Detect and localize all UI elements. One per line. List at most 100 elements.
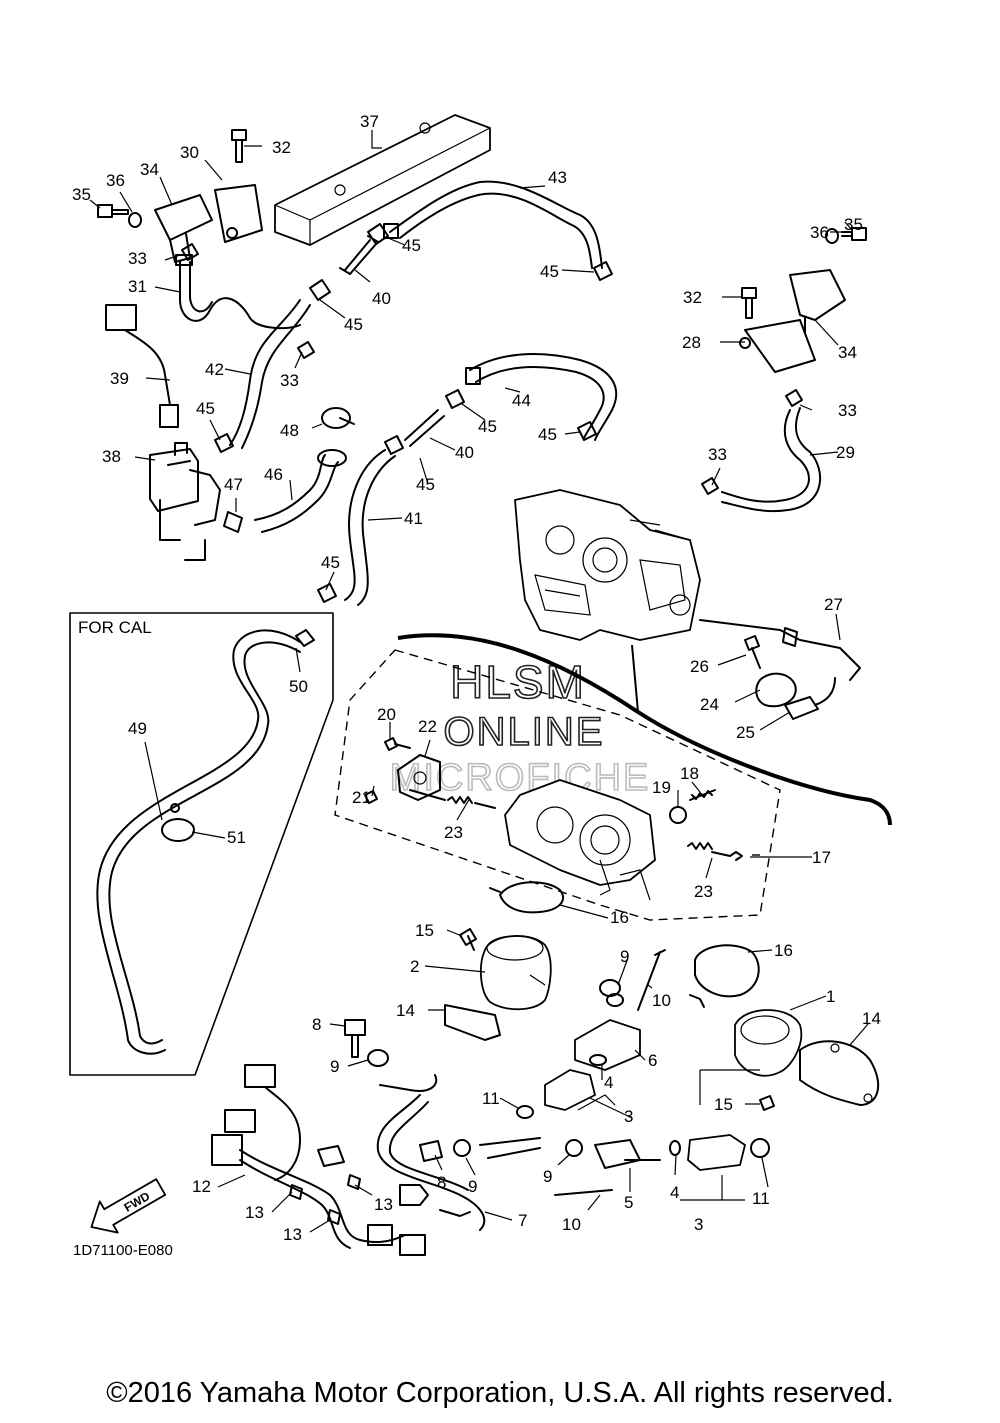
callout-18: 18 <box>680 764 699 783</box>
injector-3-lower <box>687 1134 746 1171</box>
sensor-22 <box>397 754 441 801</box>
callout-43: 43 <box>548 168 567 187</box>
callout-22: 22 <box>418 717 437 736</box>
callout-45: 45 <box>402 236 421 255</box>
callout-37: 37 <box>360 112 379 131</box>
hose-49 <box>96 629 301 1055</box>
callout-45: 45 <box>344 315 363 334</box>
solenoid-valve-38 <box>149 448 221 561</box>
injector-3-upper <box>544 1069 596 1111</box>
bracket-3-upper <box>699 1069 760 1105</box>
washer-9-bottom <box>453 1139 471 1157</box>
callout-27: 27 <box>824 595 843 614</box>
callout-33: 33 <box>128 249 147 268</box>
callout-40: 40 <box>455 443 474 462</box>
callout-14: 14 <box>862 1009 881 1028</box>
lead-27 <box>699 619 861 681</box>
diagram-code: 1D71100-E080 <box>73 1242 173 1259</box>
callout-17: 17 <box>812 848 831 867</box>
callout-3: 3 <box>694 1215 703 1234</box>
callout-11: 11 <box>752 1189 770 1208</box>
callout-45: 45 <box>416 475 435 494</box>
callout-7: 7 <box>518 1211 527 1230</box>
callout-33: 33 <box>838 401 857 420</box>
bolt-26 <box>744 635 761 669</box>
clamp-45-f <box>214 433 234 453</box>
callout-25: 25 <box>736 723 755 742</box>
bracket-14-left <box>444 1004 501 1041</box>
callout-46: 46 <box>264 465 283 484</box>
callout-23: 23 <box>694 882 713 901</box>
bolt-35-left <box>97 204 129 218</box>
washer-9-left <box>367 1049 389 1067</box>
connector-39 <box>105 304 171 406</box>
bracket-28 <box>739 319 816 373</box>
callout-29: 29 <box>836 443 855 462</box>
callout-50: 50 <box>289 677 308 696</box>
bolt-32-left <box>231 129 247 163</box>
callout-9: 9 <box>468 1177 477 1196</box>
hose-44 <box>469 353 618 441</box>
callout-1: 1 <box>826 987 835 1006</box>
clamp-45-h <box>577 421 597 441</box>
hose-41 <box>344 449 386 601</box>
part-37-box <box>274 114 491 246</box>
o-ring-11-top <box>516 1105 534 1119</box>
callout-36: 36 <box>810 223 829 242</box>
clamp-13-b <box>347 1174 361 1190</box>
callout-19: 19 <box>652 778 671 797</box>
screw-20 <box>384 737 411 751</box>
clamp-16-right <box>689 944 760 1008</box>
screw-18 <box>689 789 716 801</box>
callout-30: 30 <box>180 143 199 162</box>
callout-48: 48 <box>280 421 299 440</box>
callout-39: 39 <box>110 369 129 388</box>
callout-38: 38 <box>102 447 121 466</box>
bolt-10-top <box>637 949 666 1011</box>
callout-8: 8 <box>312 1015 321 1034</box>
callout-26: 26 <box>690 657 709 676</box>
bracket-47 <box>223 511 243 533</box>
callout-33: 33 <box>280 371 299 390</box>
clamp-51 <box>161 818 195 842</box>
fuel-hose-7 <box>376 1094 486 1231</box>
clamp-16-left <box>499 881 565 914</box>
callout-5: 5 <box>624 1193 633 1212</box>
washer-9-mid <box>565 1139 583 1157</box>
callout-8: 8 <box>437 1173 446 1192</box>
callout-14: 14 <box>396 1001 415 1020</box>
bolt-10-bottom <box>554 1189 613 1196</box>
callout-4: 4 <box>670 1183 679 1202</box>
for-cal-box <box>69 612 334 1076</box>
clamp-45-a <box>367 223 389 245</box>
callout-42: 42 <box>205 360 224 379</box>
callout-33: 33 <box>708 445 727 464</box>
watermark-hlsm: HLSM <box>450 656 586 708</box>
callout-23: 23 <box>444 823 463 842</box>
callout-36: 36 <box>106 171 125 190</box>
callout-6: 6 <box>648 1051 657 1070</box>
callout-4: 4 <box>604 1073 613 1092</box>
callout-9: 9 <box>330 1057 339 1076</box>
o-ring-4-bottom <box>669 1140 681 1156</box>
callout-31: 31 <box>128 277 147 296</box>
nut-19 <box>669 806 687 824</box>
clamp-50 <box>295 629 315 647</box>
hose-43 <box>389 180 603 269</box>
callout-20: 20 <box>377 705 396 724</box>
pipe-29 <box>721 409 810 503</box>
o-ring-11-bottom <box>750 1138 770 1158</box>
callout-45: 45 <box>478 417 497 436</box>
bracket-3-lower <box>680 1175 745 1201</box>
callout-21: 21 <box>352 788 371 807</box>
callout-32: 32 <box>683 288 702 307</box>
bracket-30 <box>214 184 263 243</box>
callout-11: 11 <box>482 1089 500 1108</box>
callout-47: 47 <box>224 475 243 494</box>
callout-16: 16 <box>774 941 793 960</box>
wire-harness-12 <box>244 1064 301 1181</box>
callout-15: 15 <box>415 921 434 940</box>
callout-49: 49 <box>128 719 147 738</box>
callout-51: 51 <box>227 828 246 847</box>
